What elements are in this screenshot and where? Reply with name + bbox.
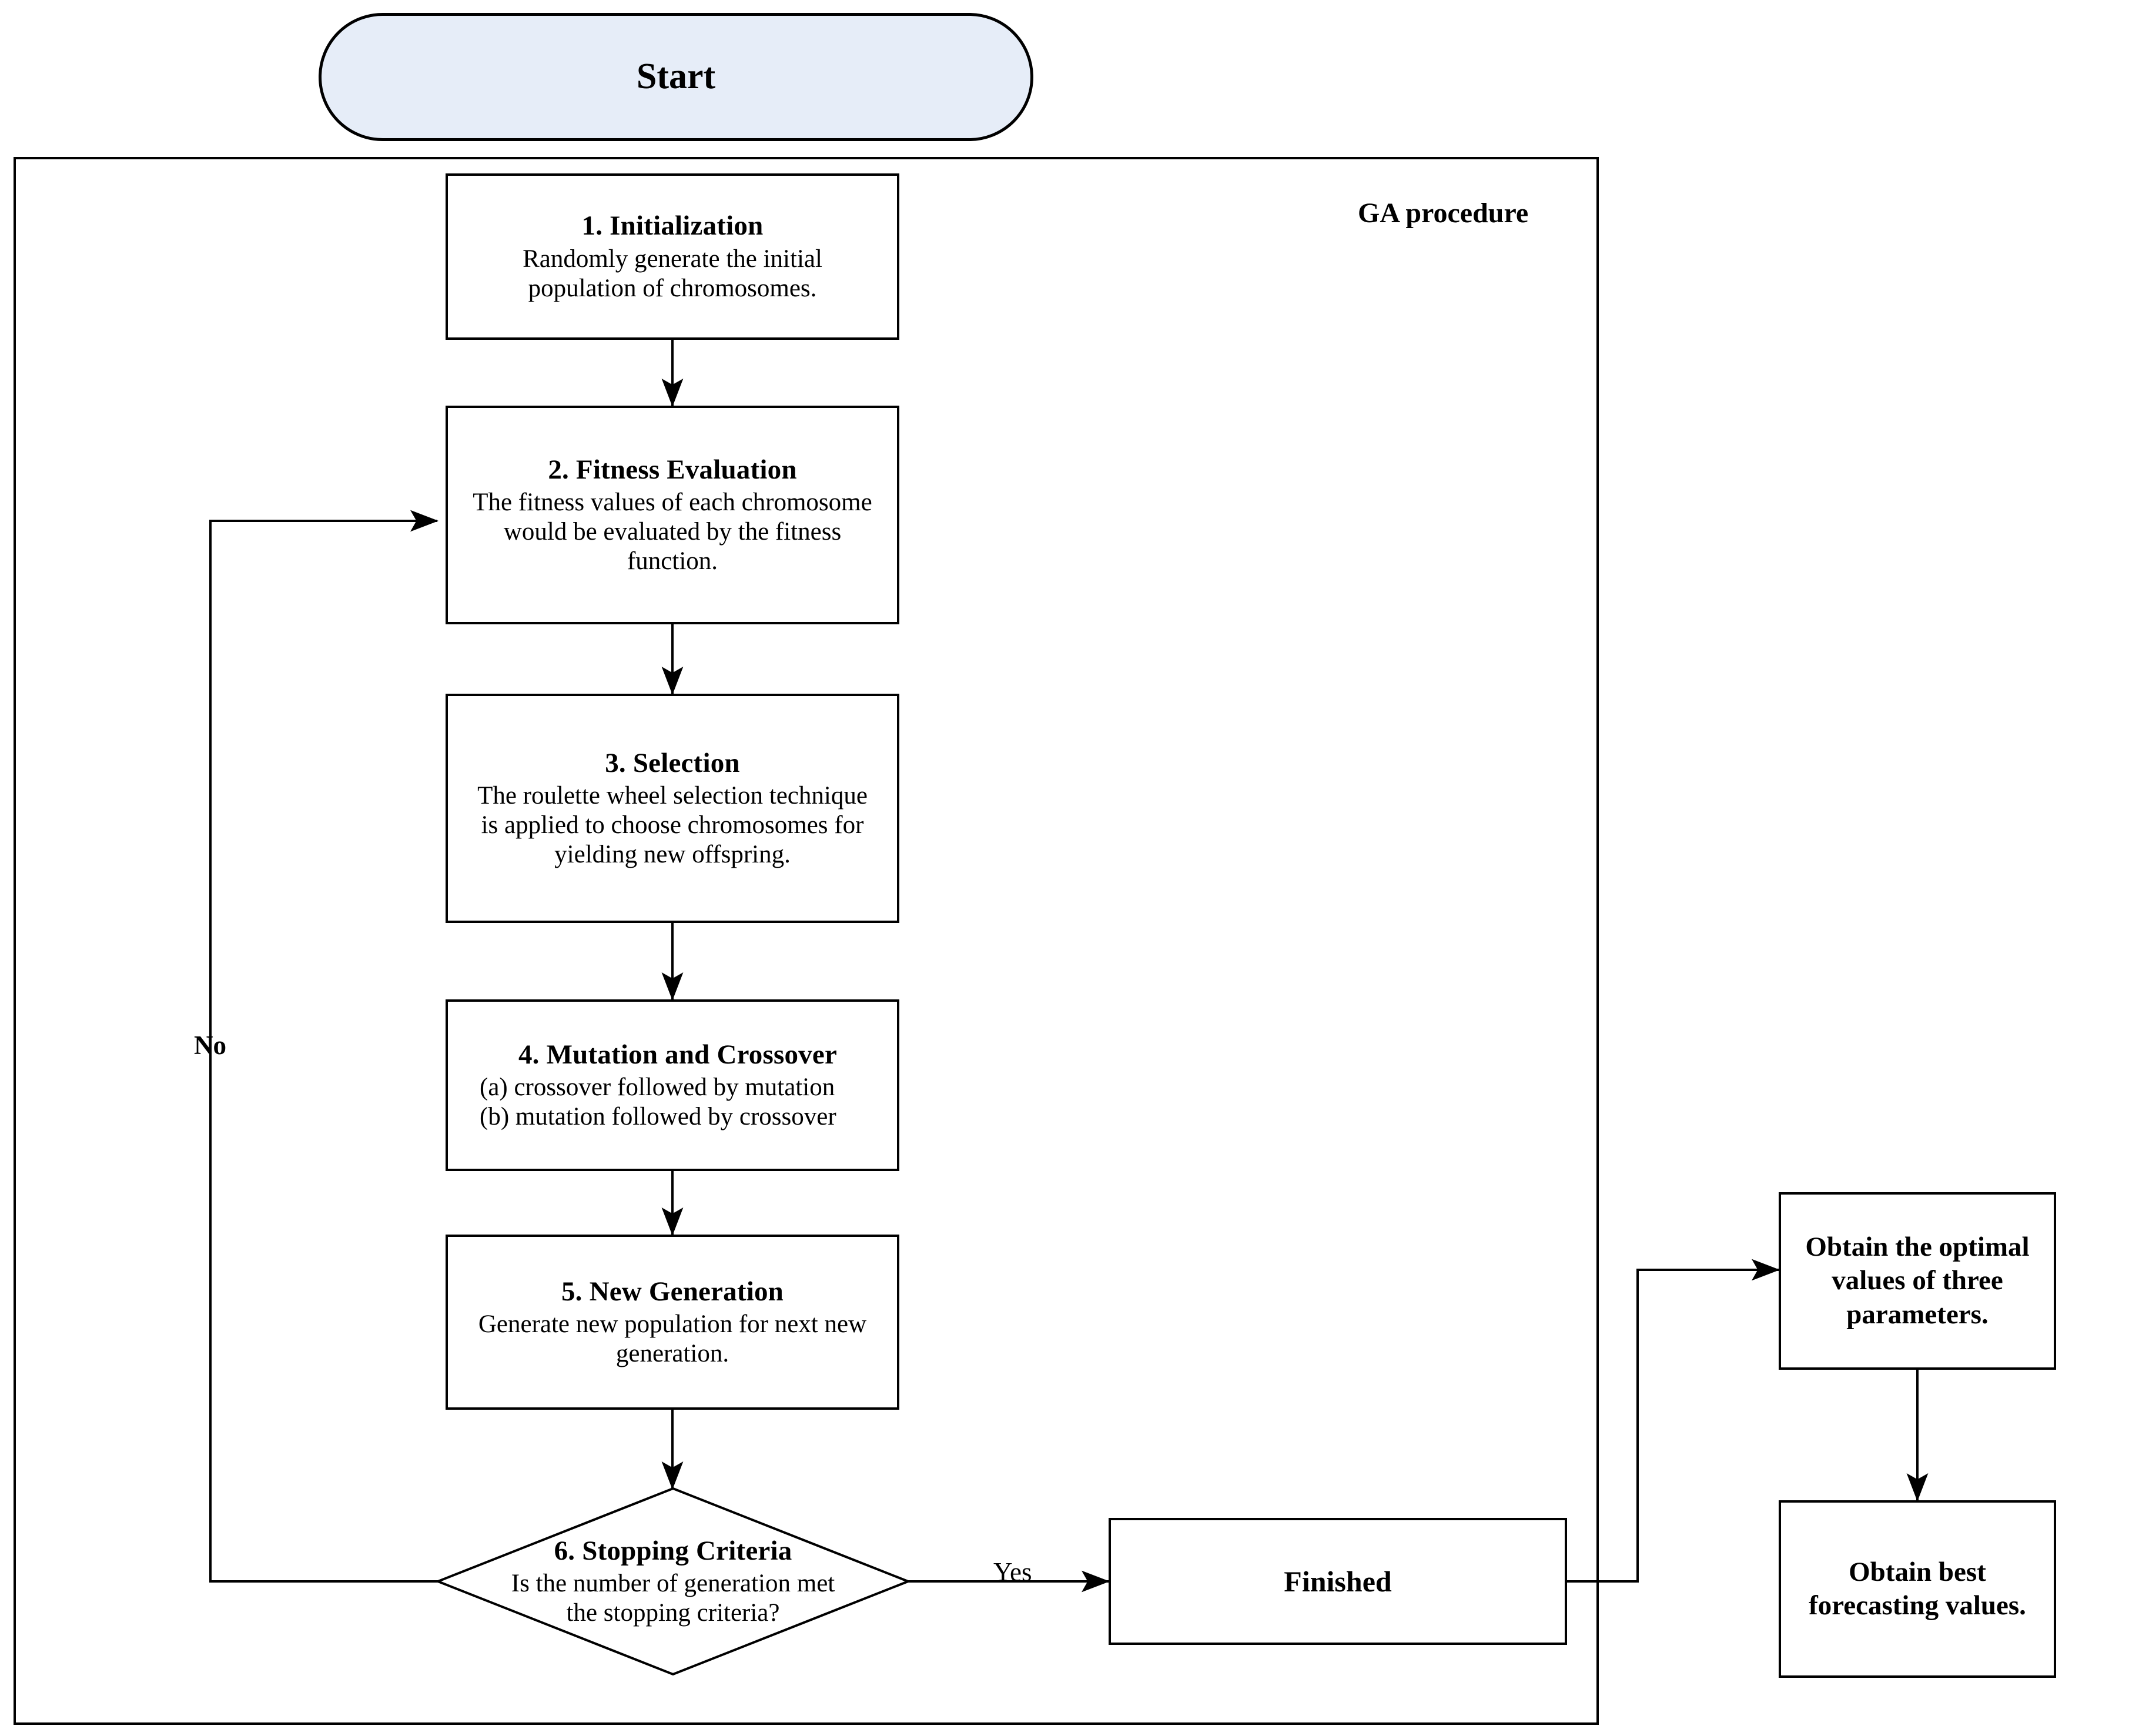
step-4-line-1: (a) crossover followed by mutation — [480, 1073, 835, 1102]
finished-label: Finished — [1284, 1565, 1392, 1598]
step-3-line-2: is applied to choose chromosomes for — [481, 811, 864, 839]
step-2-line-2: would be evaluated by the fitness — [503, 518, 842, 546]
step-3-title: 3. Selection — [605, 747, 740, 778]
step-5-line-1: Generate new population for next new — [478, 1310, 867, 1339]
optimal-parameters-line-1: Obtain the optimal — [1805, 1232, 2030, 1262]
edge-label-yes: Yes — [993, 1557, 1032, 1587]
step-4-line-2: (b) mutation followed by crossover — [480, 1103, 836, 1131]
step-1-title: 1. Initialization — [581, 210, 764, 242]
step-1-line-2: population of chromosomes. — [528, 274, 817, 302]
step-3-node[interactable]: 3. Selection The roulette wheel selectio… — [446, 694, 899, 923]
step-2-node[interactable]: 2. Fitness Evaluation The fitness values… — [446, 406, 899, 624]
start-node[interactable]: Start — [319, 13, 1033, 141]
step-4-node[interactable]: 4. Mutation and Crossover (a) crossover … — [446, 999, 899, 1171]
step-3-line-1: The roulette wheel selection technique — [477, 782, 868, 810]
step-3-line-3: yielding new offspring. — [554, 841, 791, 869]
best-forecasts-line-2: forecasting values. — [1809, 1590, 2026, 1621]
best-forecasts-line-1: Obtain best — [1849, 1556, 1986, 1587]
step-5-line-2: generation. — [615, 1340, 729, 1368]
step-1-line-1: Randomly generate the initial — [523, 245, 822, 273]
step-2-line-3: function. — [627, 547, 718, 576]
optimal-parameters-node[interactable]: Obtain the optimal values of three param… — [1779, 1192, 2056, 1370]
optimal-parameters-line-2: values of three — [1832, 1265, 2003, 1296]
step-5-node[interactable]: 5. New Generation Generate new populatio… — [446, 1235, 899, 1410]
ga-procedure-label: GA procedure — [1358, 198, 1529, 229]
optimal-parameters-line-3: parameters. — [1846, 1299, 1989, 1330]
ga-procedure-frame — [14, 157, 1599, 1725]
finished-node[interactable]: Finished — [1109, 1518, 1567, 1645]
step-4-title: 4. Mutation and Crossover — [518, 1039, 838, 1070]
step-5-title: 5. New Generation — [561, 1276, 784, 1307]
step-2-line-1: The fitness values of each chromosome — [473, 489, 872, 517]
edge-finished-optimal — [1567, 1259, 1780, 1583]
start-label: Start — [636, 56, 716, 97]
step-2-title: 2. Fitness Evaluation — [548, 454, 797, 485]
best-forecasts-node[interactable]: Obtain best forecasting values. — [1779, 1500, 2056, 1678]
edge-label-no: No — [194, 1031, 226, 1060]
step-1-node[interactable]: 1. Initialization Randomly generate the … — [446, 173, 899, 340]
